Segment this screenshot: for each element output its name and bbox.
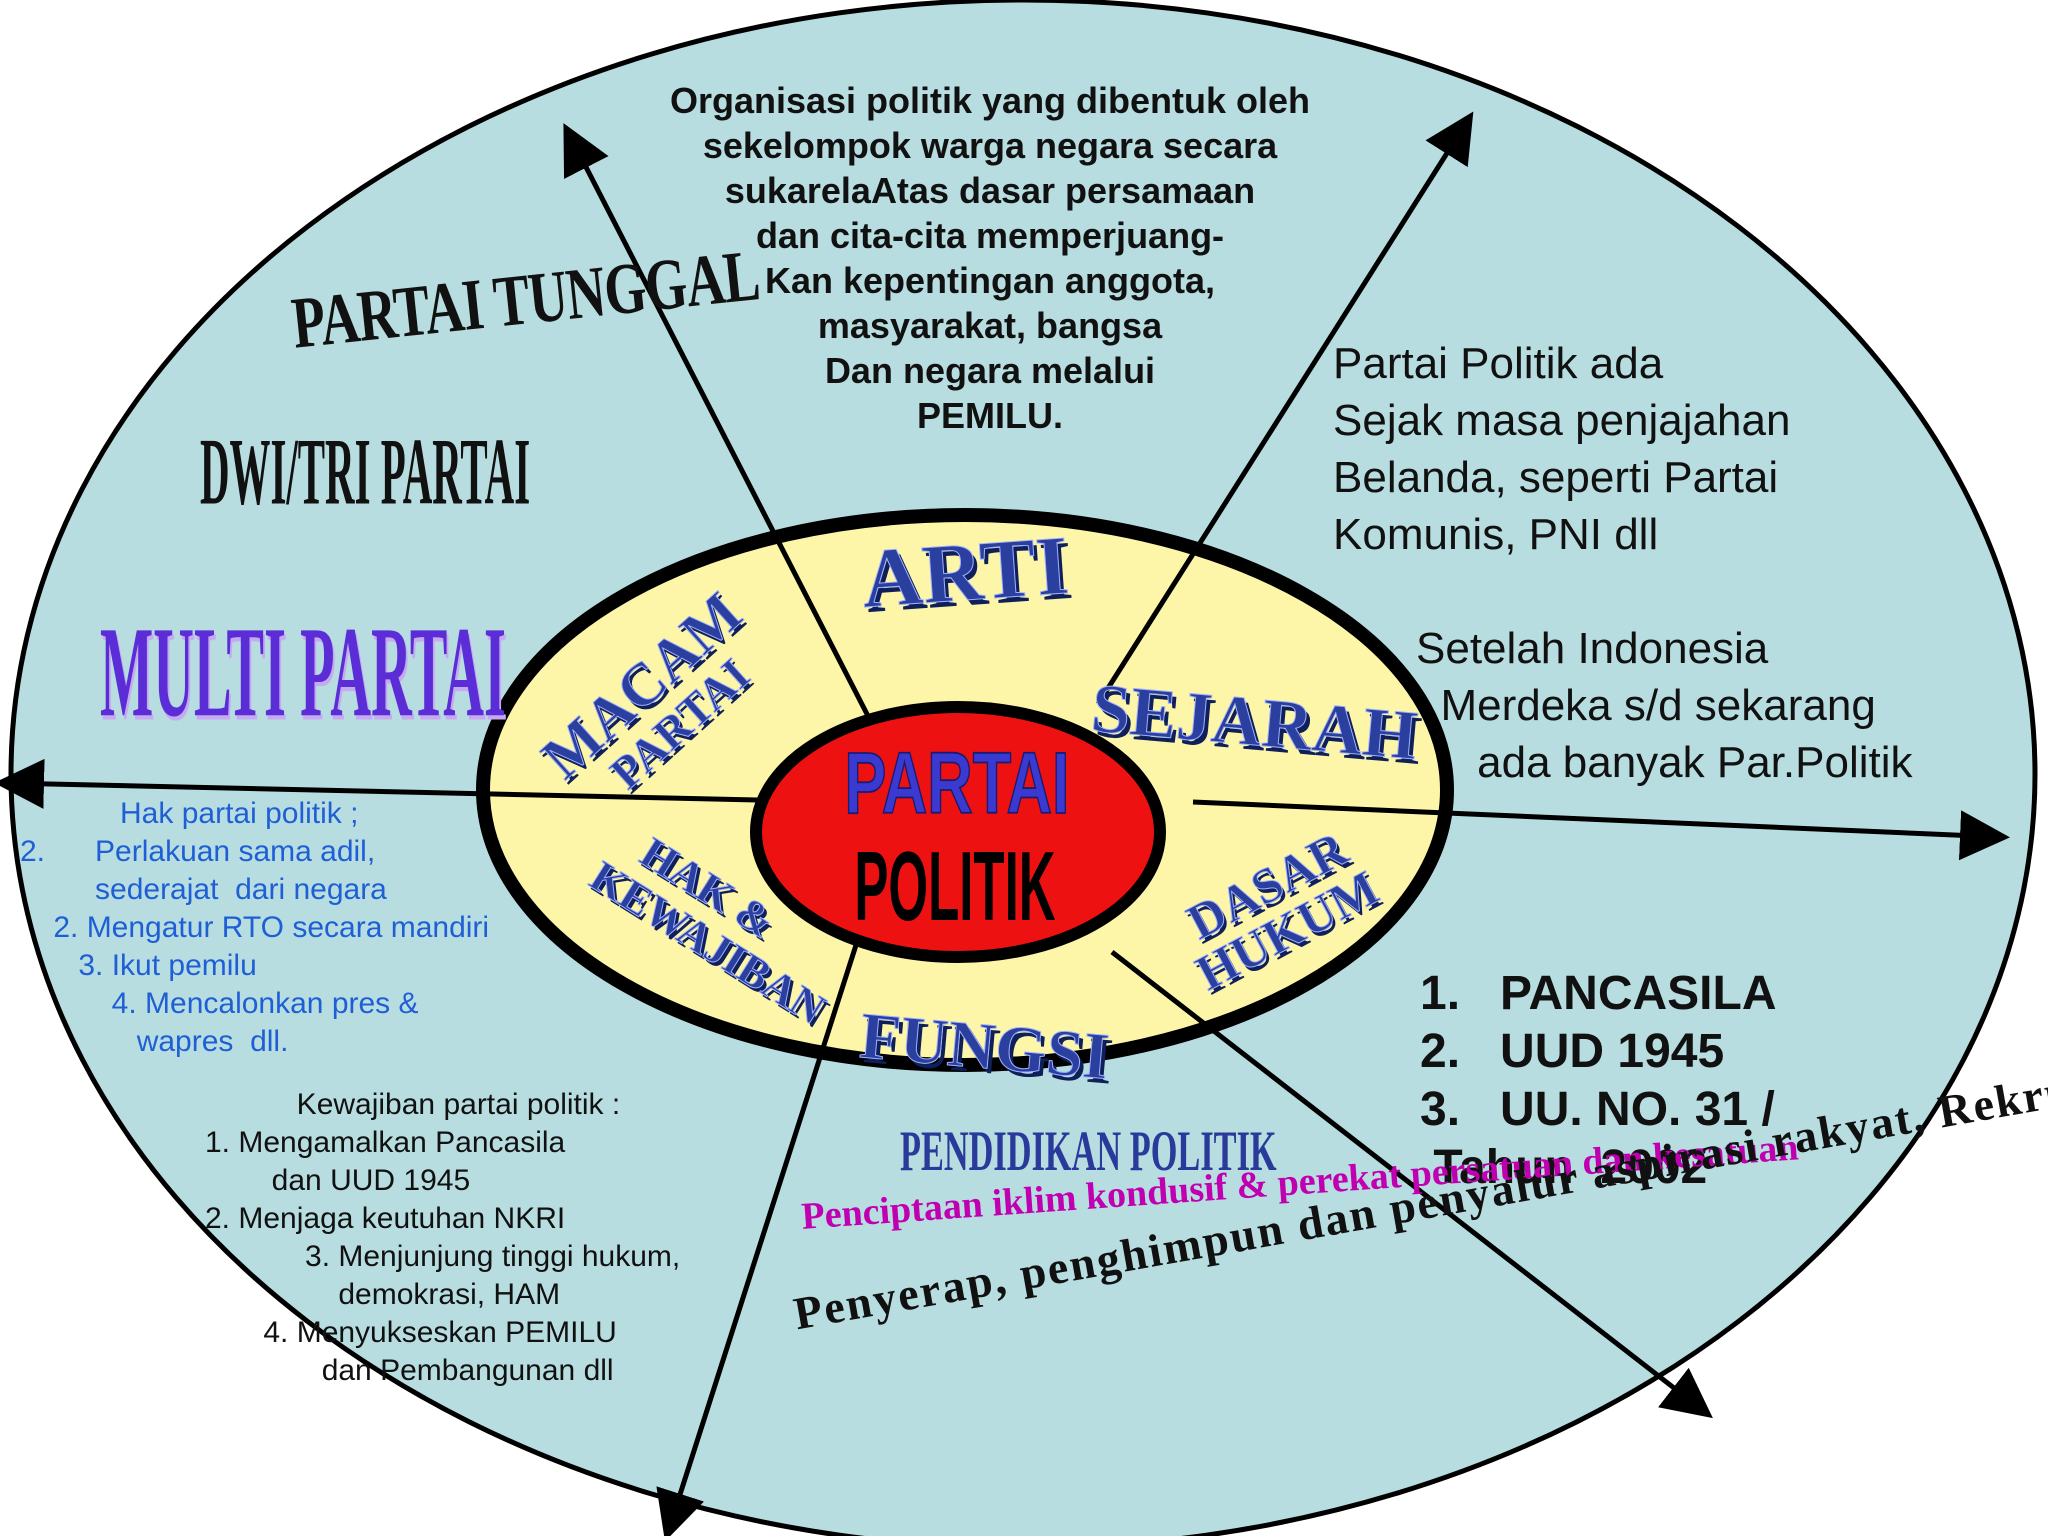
dasar-hukum-list: 1. PANCASILA 2. UUD 1945 3. UU. NO. 31 /… [1420, 967, 1777, 1194]
arti-definition: Organisasi politik yang dibentuk oleh se… [600, 78, 1380, 438]
arrow-down-right [1110, 950, 1713, 1419]
arti-line: Kan kepentingan anggota, [764, 260, 1216, 301]
sejarah-text-independence: Setelah Indonesia Merdeka s/d sekarang a… [1416, 624, 1913, 787]
sejarah-text-colonial: Partai Politik ada Sejak masa penjajahan… [1333, 339, 1791, 559]
arrow-arti-left [563, 123, 871, 718]
dwi-tri-partai-label: DWI/TRI PARTAI [200, 419, 531, 526]
svg-text:ARTI: ARTI [859, 519, 1072, 626]
arrow-left [0, 758, 758, 809]
arrow-down-left [656, 891, 876, 1536]
arti-line: Organisasi politik yang dibentuk oleh [669, 80, 1311, 121]
segment-label-arti: ARTI ARTI [858, 518, 1076, 631]
center-title-line2: POLITIK [854, 831, 1055, 942]
arti-line: sekelompok warga negara secara [702, 125, 1278, 166]
arti-line: Dan negara melalui [824, 350, 1156, 391]
arrow-right [1192, 799, 2010, 861]
arti-line: dan cita-cita memperjuang- [755, 215, 1225, 256]
arti-line: PEMILU. [916, 395, 1063, 436]
arrow-arti-right [1095, 111, 1474, 706]
multi-partai-label: MULTI PARTAI [100, 600, 506, 745]
center-title-line1: PARTAI [844, 735, 1069, 833]
pendidikan-politik-label: PENDIDIKAN POLITIK [900, 1119, 1277, 1183]
arti-line: sukarelaAtas dasar persamaan [724, 170, 1256, 211]
center-ellipse [750, 701, 1166, 963]
kewajiban-partai-text: Kewajiban partai politik : 1. Mengamalka… [205, 1088, 681, 1387]
hak-partai-text: Hak partai politik ; 2. Perlakuan sama a… [20, 797, 490, 1058]
svg-text:ARTI: ARTI [863, 524, 1076, 631]
arti-line: masyarakat, bangsa [817, 305, 1163, 346]
